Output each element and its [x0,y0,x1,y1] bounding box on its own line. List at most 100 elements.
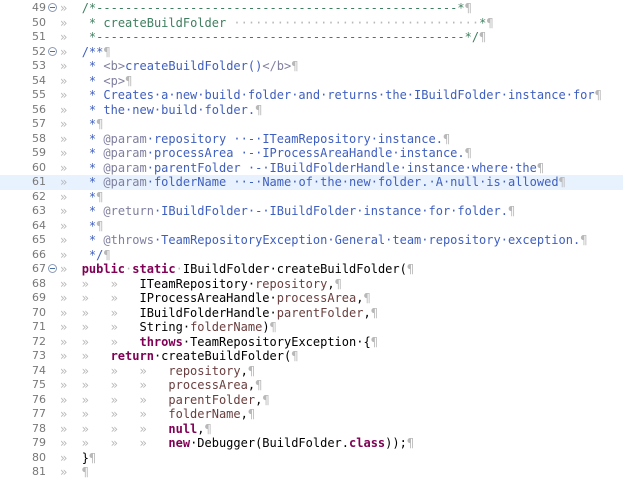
code-text[interactable]: » * the·new·build·folder.¶ [60,103,262,118]
code-text[interactable]: » * @param·processArea ·-·IProcessAreaHa… [60,146,472,161]
code-line[interactable]: 76» » » » parentFolder,¶ [0,393,623,408]
code-line[interactable]: 73» » return·createBuildFolder(¶ [0,349,623,364]
code-line[interactable]: 74» » » » repository,¶ [0,364,623,379]
code-line[interactable]: 49 » /*----------------------------------… [0,1,623,16]
code-token: *---------------------------------------… [81,30,480,44]
code-line[interactable]: 66» */¶ [0,248,623,263]
code-token: » [60,131,82,146]
code-line[interactable]: 72» » » throws·TeamRepositoryException·{… [0,335,623,350]
code-text[interactable]: » */¶ [60,248,111,263]
code-line[interactable]: 64» *¶ [0,219,623,234]
fold-collapse-icon[interactable] [48,3,57,12]
code-token: » » » » [60,421,169,436]
code-text[interactable]: » *¶ [60,117,103,132]
code-text[interactable]: » * Creates·a·new·build·folder·and·retur… [60,88,602,103]
code-text[interactable]: » » » » null,¶ [60,422,212,437]
code-token: * the·new·build·folder. [81,102,256,117]
code-text[interactable]: » /**¶ [60,45,111,60]
line-number: 51 [32,30,46,43]
code-line[interactable]: 61» * @param·folderName ··-·Name·of·the·… [0,175,623,190]
code-text[interactable]: » * createBuildFolder ··················… [60,16,494,31]
code-text[interactable]: » * <p>¶ [60,74,132,89]
code-text[interactable]: » * @return·IBuildFolder·-·IBuildFolder·… [60,204,515,219]
code-text[interactable]: » *¶ [60,190,103,205]
code-text[interactable]: » *¶ [60,219,103,234]
code-line[interactable]: 50» * createBuildFolder ················… [0,16,623,31]
code-token: class [349,436,386,450]
code-line[interactable]: 63» * @return·IBuildFolder·-·IBuildFolde… [0,204,623,219]
code-text[interactable]: » » » IProcessAreaHandle·processArea,¶ [60,291,371,306]
code-text[interactable]: » » » » new·Debugger(BuildFolder.class))… [60,436,414,451]
code-line[interactable]: 65» * @throws·TeamRepositoryException·Ge… [0,233,623,248]
code-token: ¶ [406,262,415,276]
code-line[interactable]: 52» /**¶ [0,45,623,60]
code-token: » [60,262,82,276]
code-text[interactable]: » » » IBuildFolderHandle·parentFolder,¶ [60,306,378,321]
code-token: @throws [103,233,154,247]
code-line[interactable]: 54 » * <p>¶ [0,74,623,89]
code-text[interactable]: » * @param·folderName ··-·Name·of·the·ne… [60,175,566,190]
code-line[interactable]: 78 » » » » null,¶ [0,422,623,437]
code-line[interactable]: 58 » * @param·repository ··-·ITeamReposit… [0,132,623,147]
code-token: » ¶ [60,465,89,479]
code-token: repository [255,276,328,291]
code-line[interactable]: 67» public·static·IBuildFolder·createBui… [0,262,623,277]
code-token: » [60,30,82,44]
line-number: 70 [32,305,46,319]
code-token: » [60,218,82,233]
code-token: ¶ [406,436,415,450]
code-token: , [255,392,263,407]
code-line[interactable]: 51 » *-----------------------------------… [0,30,623,45]
code-line[interactable]: 53» * <b>createBuildFolder()</b>¶ [0,59,623,74]
code-line[interactable]: 81» ¶ [0,465,623,480]
code-text[interactable]: » /*------------------------------------… [60,1,472,16]
code-line[interactable]: 60» * @param·parentFolder ·-·IBuildFolde… [0,161,623,176]
line-number: 71 [32,320,46,333]
code-line[interactable]: 68» » » ITeamRepository·repository,¶ [0,277,623,292]
code-token: ·································· [226,15,480,30]
code-text[interactable]: » * @throws·TeamRepositoryException·Gene… [60,233,587,248]
code-line[interactable]: 75» » » » processArea,¶ [0,378,623,393]
line-number: 55 [32,88,46,101]
code-token: IBuildFolder·createBuildFolder( [182,262,407,276]
code-token: * [81,160,104,175]
code-text[interactable]: » » » » repository,¶ [60,364,255,379]
line-number: 78 [32,421,46,435]
code-text[interactable]: » » » throws·TeamRepositoryException·{¶ [60,335,378,350]
code-text[interactable]: » » » String·folderName)¶ [60,320,277,335]
line-number: 58 [32,131,46,145]
code-text[interactable]: » * @param·repository ··-·ITeamRepositor… [60,132,450,147]
code-line[interactable]: 56 » * the·new·build·folder.¶ [0,103,623,118]
code-text[interactable]: » ¶ [60,465,89,480]
code-line[interactable]: 55 » * Creates·a·new·build·folder·and·ret… [0,88,623,103]
fold-collapse-icon[interactable] [48,264,57,273]
code-token: * [81,146,104,160]
code-text[interactable]: » » » » processArea,¶ [60,378,262,393]
code-text[interactable]: » *-------------------------------------… [60,30,486,45]
code-line[interactable]: 59 » * @param·processArea ·-·IProcessArea… [0,146,623,161]
code-line[interactable]: 57» *¶ [0,117,623,132]
code-line[interactable]: 71 » » » String·folderName)¶ [0,320,623,335]
code-line[interactable]: 70 » » » IBuildFolderHandle·parentFolder,… [0,306,623,321]
code-text[interactable]: » public·static·IBuildFolder·createBuild… [60,262,414,277]
code-text[interactable]: » » » » parentFolder,¶ [60,393,270,408]
line-number: 59 [32,146,46,159]
line-number: 49 [32,1,46,14]
code-line[interactable]: 80» }¶ [0,451,623,466]
fold-collapse-icon[interactable] [48,46,57,56]
code-text[interactable]: » * <b>createBuildFolder()</b>¶ [60,59,298,74]
code-token: , [327,276,335,291]
line-number: 54 [32,73,46,87]
code-line[interactable]: 79» » » » new·Debugger(BuildFolder.class… [0,436,623,451]
code-line[interactable]: 62» *¶ [0,190,623,205]
line-number: 56 [32,102,46,116]
code-text[interactable]: » » » ITeamRepository·repository,¶ [60,277,342,292]
line-number: 77 [32,407,46,420]
code-text[interactable]: » » » » folderName,¶ [60,407,255,422]
code-line[interactable]: 69» » » IProcessAreaHandle·processArea,¶ [0,291,623,306]
code-text[interactable]: » » return·createBuildFolder(¶ [60,349,298,364]
code-text[interactable]: » * @param·parentFolder ·-·IBuildFolderH… [60,161,544,176]
code-text[interactable]: » }¶ [60,451,96,466]
code-line[interactable]: 77 » » » » folderName,¶ [0,407,623,422]
